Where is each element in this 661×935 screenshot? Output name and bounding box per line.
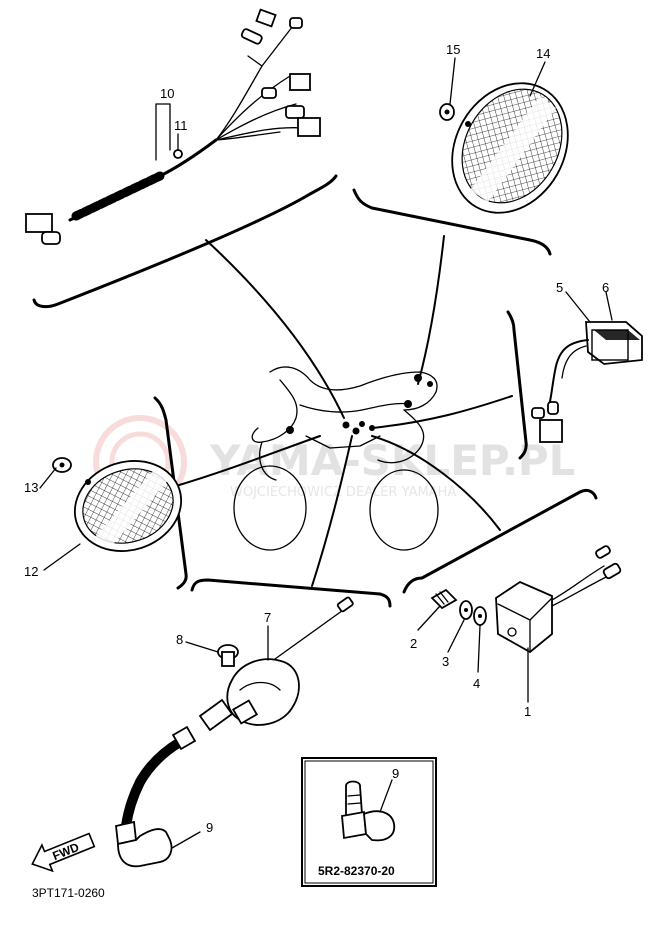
ignition-coil (115, 596, 354, 868)
callout-labels: 10 11 15 14 5 6 13 12 7 8 9 2 3 4 1 (24, 42, 609, 835)
leader-harness (205, 239, 345, 419)
cdi-unit (430, 545, 622, 654)
callout-4: 4 (473, 676, 480, 691)
bracket-rear-reflector (352, 188, 552, 256)
leader-relay (371, 395, 513, 429)
callout-10: 10 (160, 86, 174, 101)
figure-code: 3PT171-0260 (32, 886, 105, 900)
callout-3: 3 (442, 654, 449, 669)
leader-cdi (371, 435, 501, 531)
watermark-tagline: WOJCIECHOWICZ DEALER YAMAHA (230, 485, 456, 500)
bracket-cdi (402, 488, 598, 594)
callout-8: 8 (176, 632, 183, 647)
relay-unit (531, 321, 643, 443)
front-reflector (52, 457, 183, 552)
section-brackets (32, 174, 598, 608)
callout-2: 2 (410, 636, 417, 651)
callout-6: 6 (602, 280, 609, 295)
callout-9-inset: 9 (392, 766, 399, 781)
callout-15: 15 (446, 42, 460, 57)
inset-part-number: 5R2-82370-20 (318, 864, 395, 878)
callout-13: 13 (24, 480, 38, 495)
wire-harness (25, 8, 321, 245)
callout-5: 5 (556, 280, 563, 295)
bracket-relay (506, 310, 528, 460)
rear-reflector (439, 82, 569, 214)
fwd-label: FWD (50, 840, 81, 863)
callout-1: 1 (524, 704, 531, 719)
callout-11: 11 (174, 118, 188, 133)
inset-box: 9 5R2-82370-20 (301, 757, 437, 887)
callout-7: 7 (264, 610, 271, 625)
fwd-arrow-icon: FWD (31, 832, 96, 873)
leader-front-reflector (175, 435, 321, 487)
callout-12: 12 (24, 564, 38, 579)
bracket-harness (32, 174, 338, 309)
callout-leaders (39, 57, 613, 849)
callout-14: 14 (536, 46, 550, 61)
bracket-coil (190, 578, 392, 608)
leader-rear-reflector (417, 235, 445, 385)
leader-coil (311, 435, 353, 587)
callout-9-coil: 9 (206, 820, 213, 835)
plug-cap-alt (341, 780, 396, 842)
